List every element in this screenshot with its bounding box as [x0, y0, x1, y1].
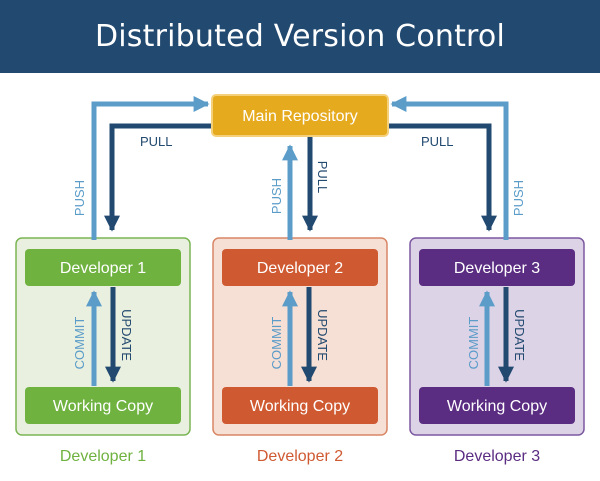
- developer-2-box: [222, 249, 378, 286]
- working-copy-1-label: Working Copy: [53, 398, 153, 415]
- push-arrow-developer-3: [390, 95, 509, 240]
- working-copy-3-box: [419, 387, 575, 424]
- push-label-developer-3: PUSH: [511, 180, 526, 216]
- pull-label-developer-3: PULL: [421, 134, 454, 149]
- commit-label-developer-1: COMMIT: [72, 317, 87, 370]
- working-copy-3-label: Working Copy: [447, 398, 547, 415]
- developer-2-caption: Developer 2: [257, 448, 343, 465]
- developer-1-box-label: Developer 1: [60, 260, 146, 277]
- developer-3-caption: Developer 3: [454, 448, 540, 465]
- pull-label-developer-2: PULL: [315, 161, 330, 194]
- developer-1-caption: Developer 1: [60, 448, 146, 465]
- pull-arrow-developer-1: [103, 123, 212, 232]
- developer-3-panel: [409, 237, 585, 436]
- update-label-developer-3: UPDATE: [512, 309, 527, 361]
- working-copy-1-box: [25, 387, 181, 424]
- working-copy-2-label: Working Copy: [250, 398, 350, 415]
- push-arrow-developer-1: [91, 95, 210, 240]
- update-label-developer-1: UPDATE: [119, 309, 134, 361]
- commit-label-developer-2: COMMIT: [269, 317, 284, 370]
- developer-2-box-label: Developer 2: [257, 260, 343, 277]
- page-title: Distributed Version Control: [0, 0, 600, 73]
- push-label-developer-2: PUSH: [269, 178, 284, 214]
- main-repository-label: Main Repository: [242, 108, 358, 125]
- main-repository-box: [211, 94, 389, 137]
- pull-arrow-developer-3: [388, 123, 498, 232]
- developer-1-box: [25, 249, 181, 286]
- working-copy-2-box: [222, 387, 378, 424]
- push-label-developer-1: PUSH: [72, 180, 87, 216]
- developer-3-box-label: Developer 3: [454, 260, 540, 277]
- developer-1-panel: [15, 237, 191, 436]
- commit-label-developer-3: COMMIT: [466, 317, 481, 370]
- pull-label-developer-1: PULL: [140, 134, 173, 149]
- developer-2-panel: [212, 237, 388, 436]
- developer-3-box: [419, 249, 575, 286]
- update-label-developer-2: UPDATE: [315, 309, 330, 361]
